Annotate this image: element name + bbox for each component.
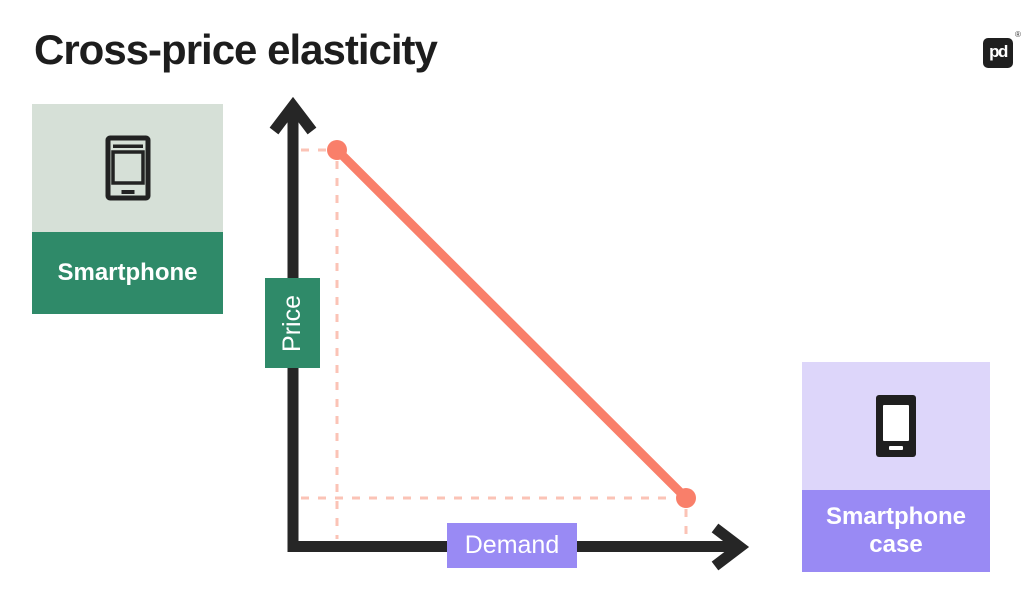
smartphone-case-card-image-area [802,362,990,490]
smartphone-card: Smartphone [32,104,223,314]
y-axis-label-text: Price [278,294,306,352]
x-axis-label-chip: Demand [447,523,577,568]
data-point-low-price-high-demand [676,488,696,508]
paddle-logo-mark: pd [989,42,1008,61]
data-point-high-price-low-demand [327,140,347,160]
y-axis-arrowhead-icon [269,96,317,135]
registered-trademark-symbol: ® [1015,30,1021,39]
smartphone-card-label: Smartphone [32,232,223,314]
y-axis-label-chip: Price [265,278,320,368]
x-axis-label-text: Demand [464,531,560,559]
paddle-logo: pd [983,38,1013,68]
smartphone-card-image-area [32,104,223,232]
page-title: Cross-price elasticity [34,26,438,73]
x-axis-arrowhead-icon [711,523,750,571]
smartphone-case-icon [876,395,916,457]
smartphone-outline-icon [105,135,150,201]
smartphone-case-card-label: Smartphone case [802,490,990,572]
demand-curve-line [332,145,691,503]
smartphone-case-card: Smartphone case [802,362,990,572]
